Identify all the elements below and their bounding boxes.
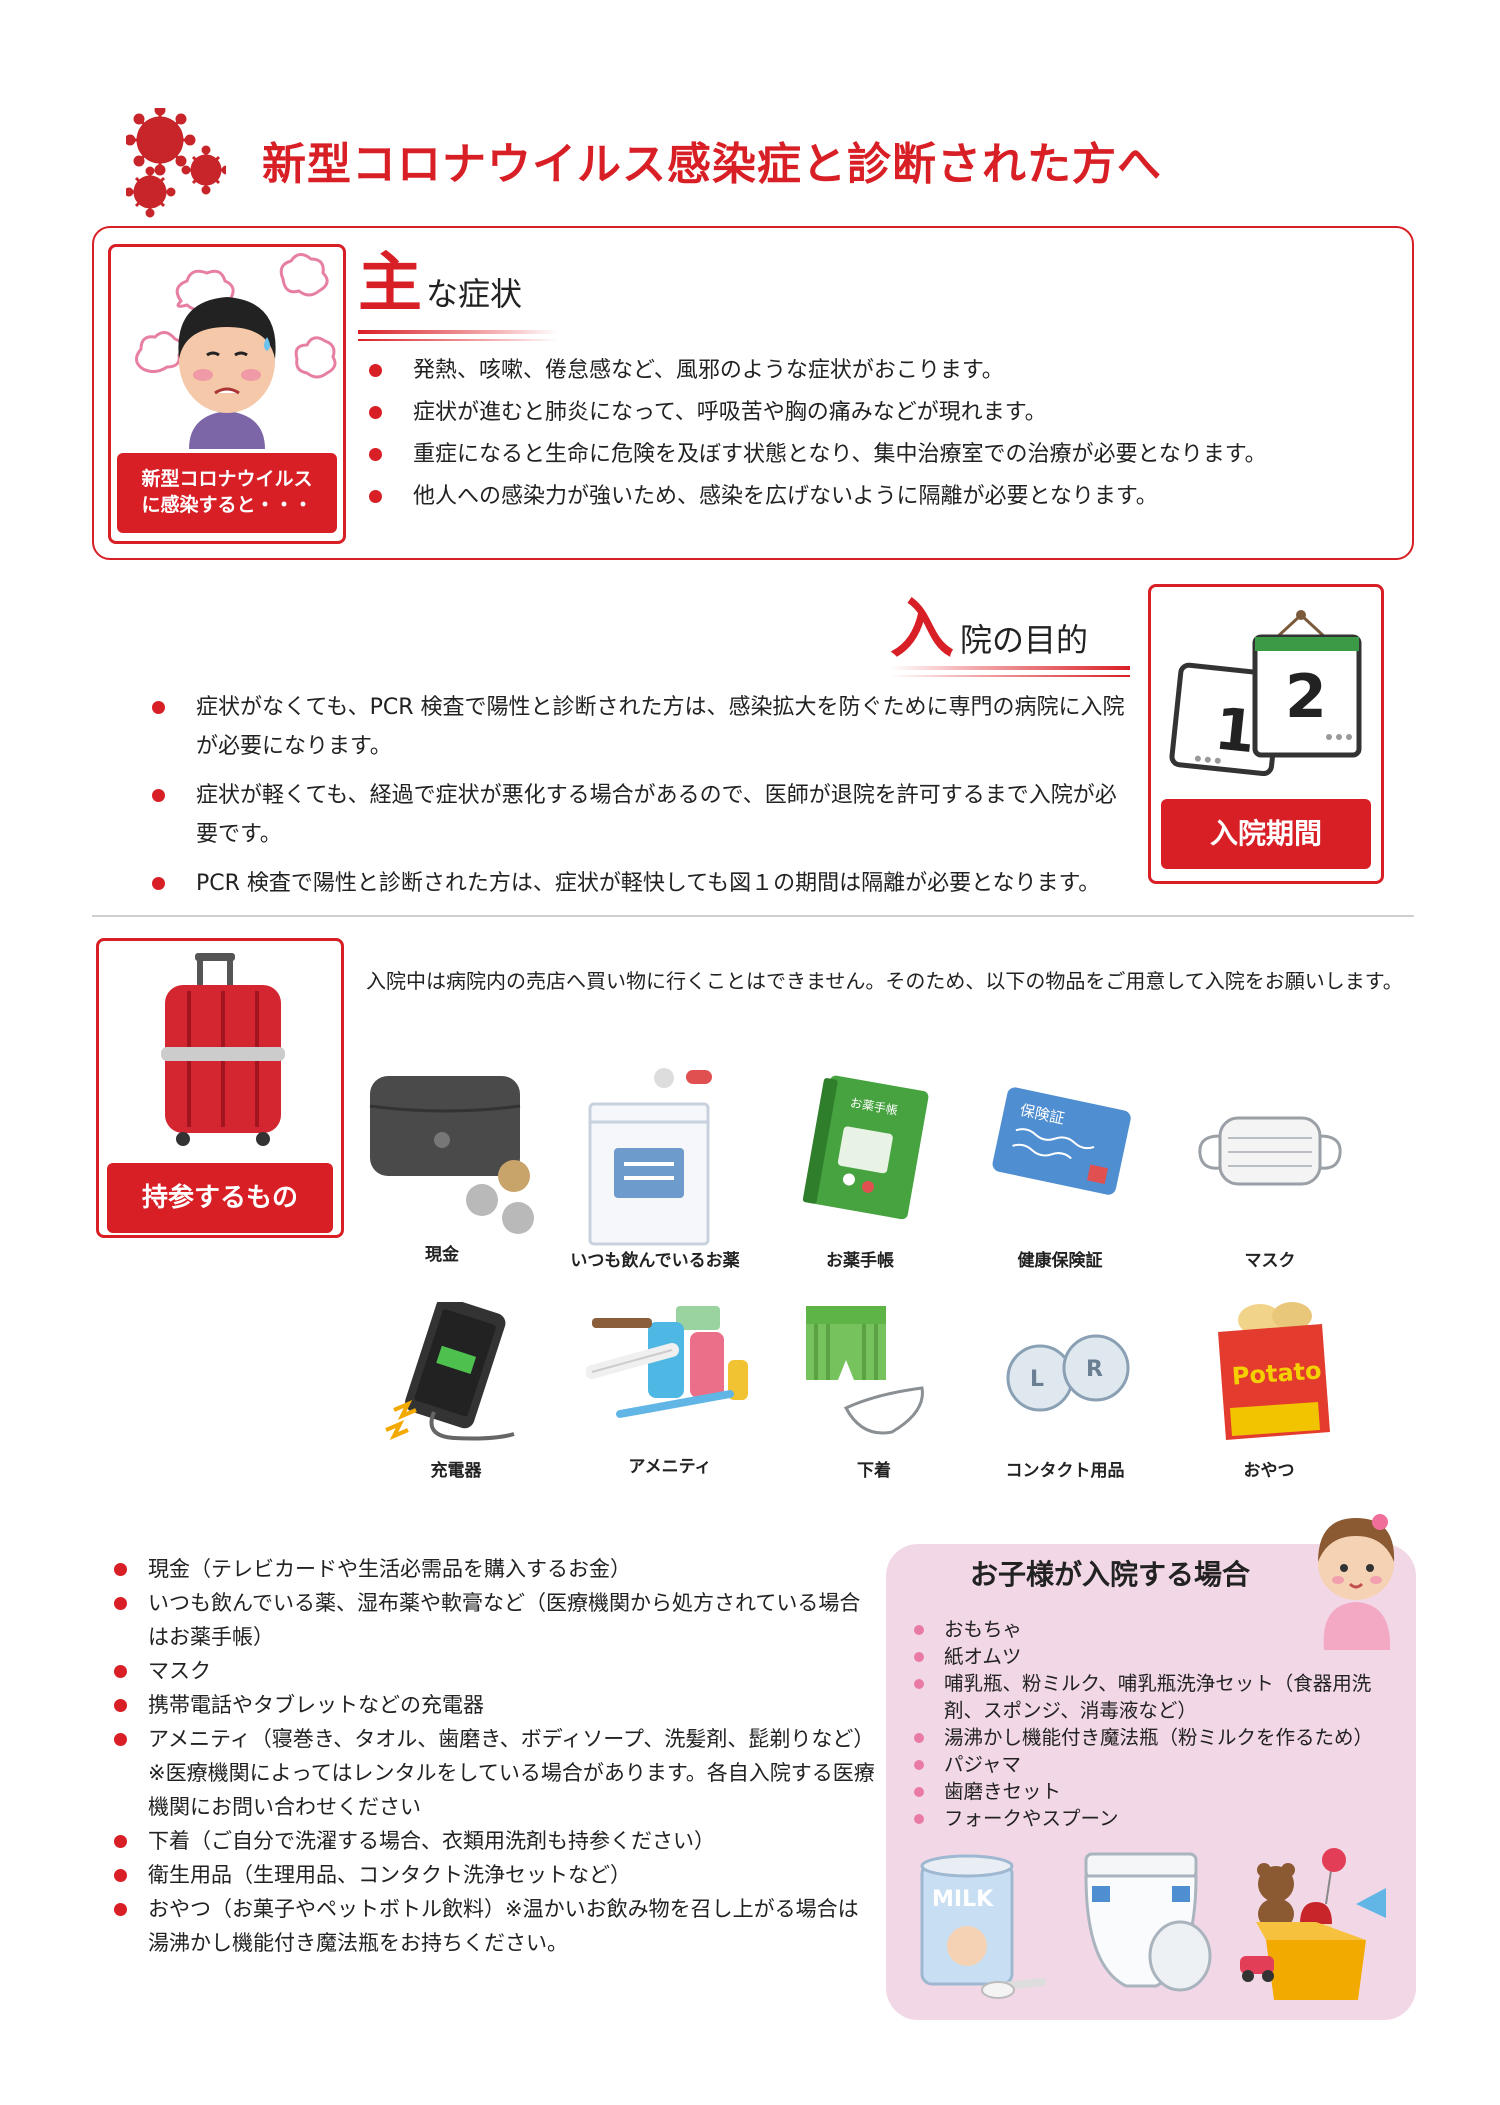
list-item: PCR 検査で陽性と診断された方は、症状が軽快しても図１の期間は隔離が必要となり… xyxy=(148,864,1128,903)
list-item: いつも飲んでいる薬、湿布薬や軟膏など（医療機関から処方されている場合はお薬手帳） xyxy=(106,1586,878,1654)
symptoms-heading-underline xyxy=(358,330,558,334)
item-label-mask: マスク xyxy=(1244,1251,1296,1271)
medicine-book-icon: お薬手帳 xyxy=(802,1075,929,1220)
list-item: 現金（テレビカードや生活必需品を購入するお金） xyxy=(106,1552,878,1586)
list-item: マスク xyxy=(106,1654,878,1688)
list-item: 症状が軽くても、経過で症状が悪化する場合があるので、医師が退院を許可するまで入院… xyxy=(148,776,1128,854)
sick-person-card: 新型コロナウイルス に感染すると・・・ xyxy=(108,244,346,544)
list-item: おやつ（お菓子やペットボトル飲料）※温かいお飲み物を召し上がる場合は湯沸かし機能… xyxy=(106,1892,878,1960)
list-item: 症状がなくても、PCR 検査で陽性と診断された方は、感染拡大を防ぐために専門の病… xyxy=(148,688,1128,766)
calendar-page2-text: 2 xyxy=(1285,662,1327,732)
item-label-cash: 現金 xyxy=(425,1245,459,1265)
list-item: 衛生用品（生理用品、コンタクト洗浄セットなど） xyxy=(106,1858,878,1892)
kids-title: お子様が入院する場合 xyxy=(970,1558,1251,1591)
wallet-icon xyxy=(369,1076,534,1234)
list-item: 紙オムツ xyxy=(902,1643,1408,1670)
symptoms-heading-text: な症状 xyxy=(426,275,523,313)
list-item: 哺乳瓶、粉ミルク、哺乳瓶洗浄セット（食器用洗剤、スポンジ、消毒液など） xyxy=(902,1670,1408,1724)
belongings-label: 持参するもの xyxy=(107,1163,333,1233)
kids-list: おもちゃ 紙オムツ 哺乳瓶、粉ミルク、哺乳瓶洗浄セット（食器用洗剤、スポンジ、消… xyxy=(902,1616,1408,1832)
calendar-card: 1 2 入院期間 xyxy=(1148,584,1384,884)
section-divider xyxy=(92,915,1414,917)
list-item: 携帯電話やタブレットなどの充電器 xyxy=(106,1688,878,1722)
list-item: 重症になると生命に危険を及ぼす状態となり、集中治療室での治療が必要となります。 xyxy=(365,440,1395,470)
admission-heading-underline xyxy=(890,666,1130,670)
underwear-icon xyxy=(806,1306,924,1435)
insurance-card-icon: 保険証 xyxy=(992,1087,1131,1195)
mask-icon xyxy=(1198,1116,1342,1186)
charger-icon xyxy=(385,1302,515,1441)
admission-heading-text: 院の目的 xyxy=(960,621,1089,659)
contact-lens-r-text: R xyxy=(1086,1357,1103,1382)
infection-label-line1: 新型コロナウイルス xyxy=(141,468,313,490)
item-label-underwear: 下着 xyxy=(857,1461,891,1481)
contact-lens-icon: L R xyxy=(1006,1334,1130,1412)
infection-label: 新型コロナウイルス に感染すると・・・ xyxy=(117,453,337,533)
belongings-intro: 入院中は病院内の売店へ買い物に行くことはできません。そのため、以下の物品をご用意… xyxy=(366,969,1403,993)
virus-icon xyxy=(126,108,226,218)
milk-can-icon: MILK xyxy=(920,1854,1046,1999)
suitcase-icon xyxy=(161,953,285,1146)
admission-heading-underline-2 xyxy=(890,675,1130,677)
item-label-charger: 充電器 xyxy=(430,1461,482,1481)
list-item: フォークやスプーン xyxy=(902,1805,1408,1832)
admission-heading: 入院の目的 xyxy=(890,598,1130,662)
period-label: 入院期間 xyxy=(1161,799,1371,869)
item-label-contact: コンタクト用品 xyxy=(1005,1461,1125,1481)
contact-lens-l-text: L xyxy=(1030,1367,1044,1392)
list-item: おもちゃ xyxy=(902,1616,1408,1643)
milk-can-text: MILK xyxy=(932,1887,994,1912)
list-item: アメニティ（寝巻き、タオル、歯磨き、ボディソープ、洗髪剤、髭剃りなど）※医療機関… xyxy=(106,1722,878,1824)
sick-person-icon xyxy=(135,253,337,449)
diaper-icon xyxy=(1084,1852,1212,1992)
details-list: 現金（テレビカードや生活必需品を購入するお金） いつも飲んでいる薬、湿布薬や軟膏… xyxy=(106,1552,878,1960)
symptoms-list: 発熱、咳嗽、倦怠感など、風邪のような症状がおこります。 症状が進むと肺炎になって… xyxy=(365,356,1395,524)
item-label-medicine: いつも飲んでいるお薬 xyxy=(570,1251,740,1271)
toys-icon xyxy=(1240,1848,1386,2000)
belongings-card: 持参するもの xyxy=(96,938,344,1238)
infection-label-line2: に感染すると・・・ xyxy=(141,494,313,516)
item-label-insurance: 健康保険証 xyxy=(1017,1251,1103,1271)
calendar-page1-text: 1 xyxy=(1212,694,1259,766)
admission-list: 症状がなくても、PCR 検査で陽性と診断された方は、感染拡大を防ぐために専門の病… xyxy=(148,688,1128,913)
list-item: 湯沸かし機能付き魔法瓶（粉ミルクを作るため） xyxy=(902,1724,1408,1751)
item-label-snack: おやつ xyxy=(1243,1461,1295,1481)
symptoms-heading-char: 主 xyxy=(358,247,422,321)
snack-icon: Potato xyxy=(1218,1302,1330,1440)
page-title: 新型コロナウイルス感染症と診断された方へ xyxy=(262,139,1162,190)
symptoms-heading-underline-2 xyxy=(358,339,558,341)
amenity-icon xyxy=(586,1306,748,1418)
list-item: 発熱、咳嗽、倦怠感など、風邪のような症状がおこります。 xyxy=(365,356,1395,386)
symptoms-box xyxy=(92,226,1414,560)
snack-potato-text: Potato xyxy=(1231,1356,1322,1390)
medicine-bag-icon xyxy=(588,1068,712,1246)
list-item: 歯磨きセット xyxy=(902,1778,1408,1805)
list-item: パジャマ xyxy=(902,1751,1408,1778)
list-item: 症状が進むと肺炎になって、呼吸苦や胸の痛みなどが現れます。 xyxy=(365,398,1395,428)
list-item: 下着（ご自分で洗濯する場合、衣類用洗剤も持参ください） xyxy=(106,1824,878,1858)
item-label-medicine-book: お薬手帳 xyxy=(826,1251,894,1271)
calendar-icon: 1 2 xyxy=(1169,610,1362,777)
list-item: 他人への感染力が強いため、感染を広げないように隔離が必要となります。 xyxy=(365,482,1395,512)
item-label-amenity: アメニティ xyxy=(628,1457,712,1477)
symptoms-heading: 主な症状 xyxy=(358,252,568,316)
baby-icon xyxy=(1318,1514,1395,1650)
admission-heading-char: 入 xyxy=(890,593,954,667)
